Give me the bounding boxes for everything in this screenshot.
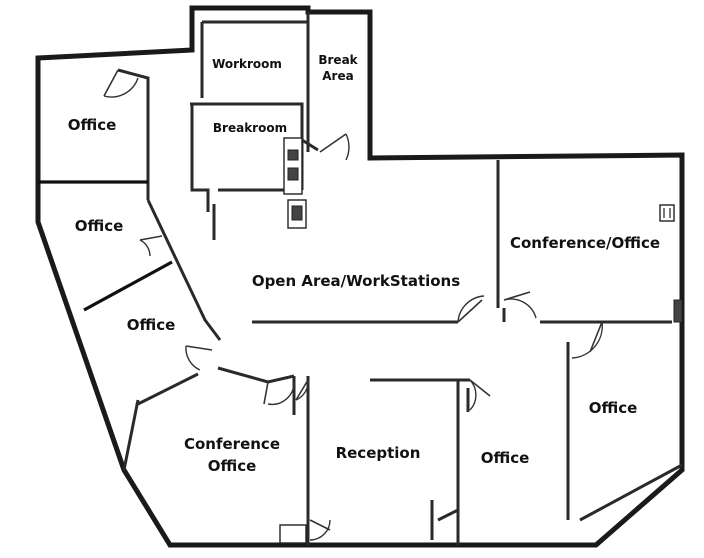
doors	[103, 69, 603, 541]
label-breakroom: Breakroom	[213, 121, 287, 135]
label-workroom: Workroom	[212, 57, 282, 71]
label-conference-office-bottom-line2: Office	[208, 457, 257, 475]
room-labels: Workroom Break Area Breakroom Office Off…	[68, 53, 660, 475]
label-office-top-left: Office	[68, 116, 117, 134]
label-conference-office-right: Conference/Office	[510, 234, 660, 252]
label-office-right: Office	[589, 399, 638, 417]
label-reception: Reception	[336, 444, 421, 462]
label-office-left-middle: Office	[75, 217, 124, 235]
label-office-left-lower: Office	[127, 316, 176, 334]
appliance-detail	[291, 205, 303, 221]
left-wing-partitions	[38, 180, 295, 407]
entry-closet	[279, 524, 307, 544]
label-break-area-line2: Area	[322, 69, 353, 83]
stove	[287, 167, 299, 181]
sink	[287, 149, 299, 161]
structural-column	[673, 299, 683, 323]
label-office-bottom-middle: Office	[481, 449, 530, 467]
fixtures	[279, 137, 683, 544]
open-area-partitions	[122, 160, 683, 545]
label-break-area-line1: Break	[318, 53, 358, 67]
label-conference-office-bottom-line1: Conference	[184, 435, 280, 453]
wall-cabinet	[659, 204, 675, 222]
label-open-area: Open Area/WorkStations	[252, 272, 460, 290]
kitchen-counter	[283, 137, 303, 195]
